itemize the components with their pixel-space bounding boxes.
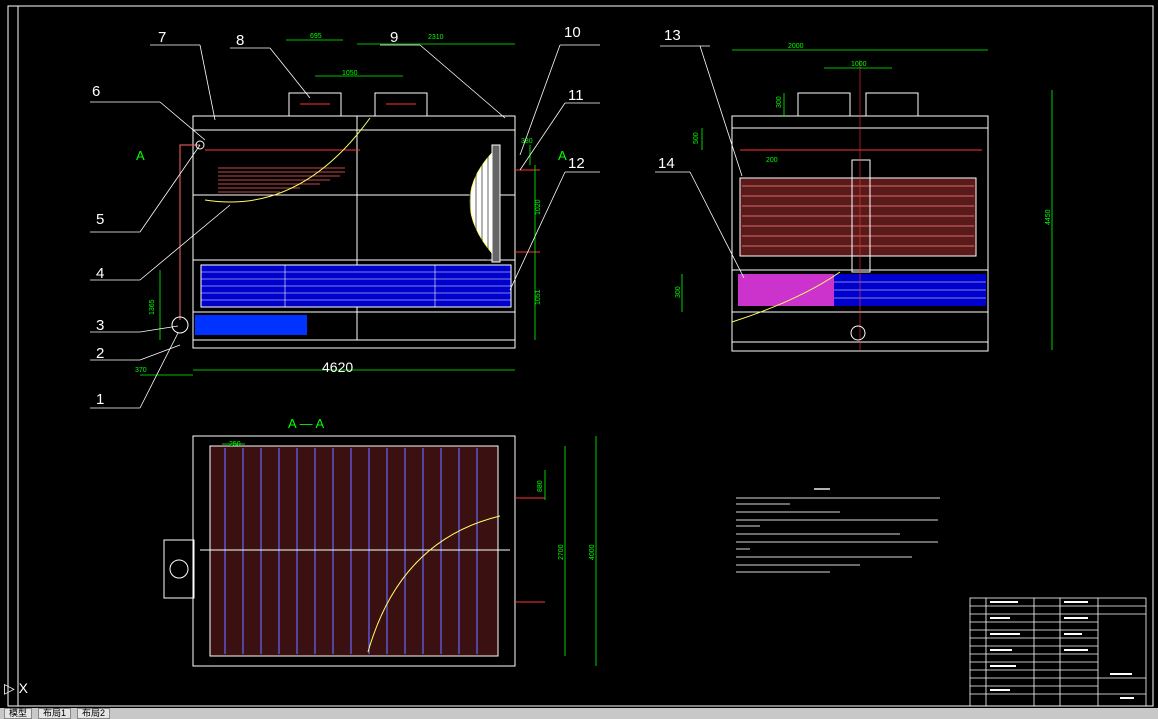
dim-front-top-b: 1050: [342, 70, 358, 77]
front-callout-leaders: [90, 44, 600, 409]
tab-layout-2[interactable]: 布局2: [77, 708, 111, 719]
title-block-fill: [990, 601, 1134, 699]
callout-2: 2: [96, 345, 104, 362]
dim-side-top-mid: 1000: [851, 61, 867, 68]
dim-front-left-h: 1365: [149, 299, 156, 315]
dim-front-right-c: 1051: [535, 289, 542, 305]
section-title: A — A: [288, 416, 324, 431]
callout-9: 9: [390, 29, 398, 46]
dim-front-right-a: 380: [521, 138, 533, 145]
callout-11: 11: [568, 87, 584, 104]
section-view: [163, 435, 545, 667]
dim-side-basin: 300: [675, 286, 682, 298]
dim-side-fan-h: 300: [776, 96, 783, 108]
callout-10: 10: [564, 24, 581, 41]
ucs-x-label: X: [18, 680, 28, 696]
side-dim-lines: [681, 49, 1053, 350]
dim-section-pitch: 250: [229, 441, 241, 448]
dim-section-right-c: 4000: [589, 544, 596, 560]
callout-12: 12: [568, 155, 585, 172]
dim-side-pipe: 500: [693, 132, 700, 144]
tab-layout-1[interactable]: 布局1: [38, 708, 72, 719]
section-dim-lines: [222, 436, 597, 666]
callout-8: 8: [236, 32, 244, 49]
front-dim-lines: [140, 39, 536, 376]
callout-14: 14: [658, 155, 675, 172]
ucs-icon: ▷ X: [4, 680, 28, 696]
dim-side-height: 4450: [1045, 209, 1052, 225]
section-mark-left: A: [136, 148, 145, 163]
dim-front-right-b: 1020: [535, 199, 542, 215]
technical-notes-block: [736, 488, 940, 573]
callout-5: 5: [96, 211, 104, 228]
front-view: [171, 92, 540, 349]
dim-front-overall-width: 4620: [322, 359, 353, 375]
side-view: [731, 60, 989, 352]
layout-tabs-bar: 模型 布局1 布局2: [0, 708, 1158, 719]
dim-front-left-offset: 370: [135, 367, 147, 374]
dim-front-top-c: 2310: [428, 34, 444, 41]
side-callout-leaders: [655, 45, 745, 279]
callout-7: 7: [158, 29, 166, 46]
callout-4: 4: [96, 265, 104, 282]
drawing-border: [7, 5, 1154, 707]
title-block: [969, 597, 1147, 707]
callout-13: 13: [664, 27, 681, 44]
dim-section-right-a: 880: [537, 480, 544, 492]
tab-model[interactable]: 模型: [4, 708, 33, 719]
callout-6: 6: [92, 83, 100, 100]
dim-front-top-a: 695: [310, 33, 322, 40]
dim-section-right-b: 2700: [558, 544, 565, 560]
section-mark-right: A: [558, 148, 567, 163]
dim-side-spacing: 200: [766, 157, 778, 164]
dim-side-top-w: 2000: [788, 43, 804, 50]
callout-1: 1: [96, 391, 104, 408]
callout-3: 3: [96, 317, 104, 334]
